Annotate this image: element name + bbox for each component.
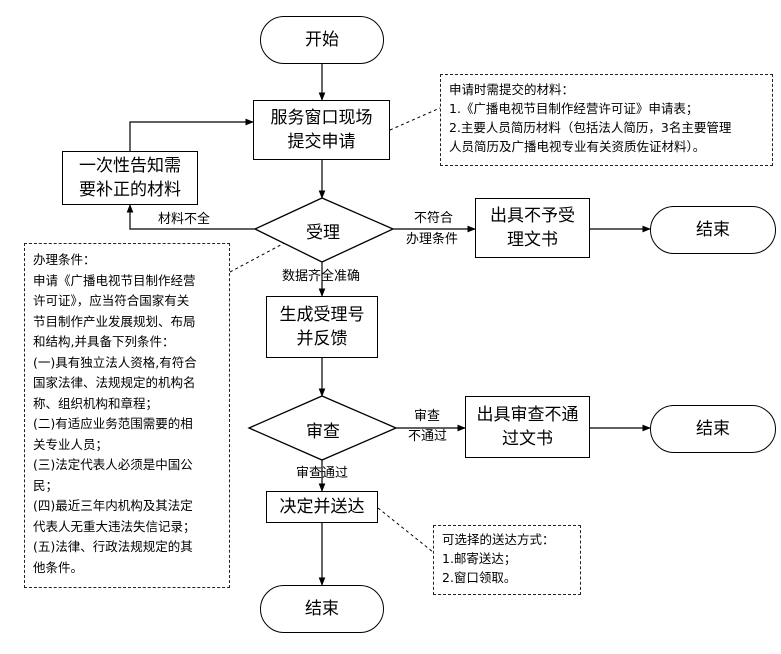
conditions-note: 办理条件： 申请《广播电视节目制作经营 许可证》，应当符合国家有关 节目制作产业… [24, 243, 230, 588]
leader-materials [389, 107, 441, 131]
end-terminal-top: 结束 [650, 206, 776, 254]
review-decision: 审查 [306, 422, 340, 442]
note-line: 1.邮寄送达； [442, 551, 517, 566]
note-line: (三)法定代表人必须是中国公 [33, 457, 193, 472]
note-line: 他条件。 [33, 559, 84, 575]
review-fail-document-box: 出具审查不通 过文书 [465, 396, 590, 458]
label-not-meet-2: 办理条件 [406, 232, 459, 247]
leader-delivery [377, 507, 434, 553]
note-line: 2.主要人员简历材料（包括法人简历，3名主要管理 [449, 120, 732, 135]
box-line: 提交申请 [287, 132, 356, 152]
box-line: 出具不予受 [490, 206, 575, 226]
reject-document-box: 出具不予受 理文书 [475, 198, 590, 258]
delivery-note: 可选择的送达方式： 1.邮寄送达； 2.窗口领取。 [433, 525, 581, 595]
note-line: (五)法律、行政法规规定的其 [33, 539, 193, 554]
note-line: 民； [33, 477, 59, 493]
start-label: 开始 [305, 30, 339, 50]
accept-diamond [253, 197, 395, 263]
note-line: (四)最近三年内机构及其法定 [33, 498, 193, 513]
end-label: 结束 [305, 599, 339, 619]
note-line: 办理条件： [33, 252, 96, 267]
decide-deliver-box: 决定并送达 [266, 491, 378, 523]
end-terminal-mid: 结束 [650, 405, 776, 453]
end-label: 结束 [696, 220, 730, 240]
start-terminal: 开始 [260, 16, 384, 64]
note-line: 2.窗口领取。 [442, 570, 517, 585]
box-line: 理文书 [507, 230, 558, 250]
box-line: 过文书 [502, 429, 553, 449]
box-line: 服务窗口现场 [270, 108, 373, 128]
label-review-fail-2: 不通过 [408, 429, 448, 444]
note-line: 关专业人员； [33, 436, 109, 452]
submit-application-box: 服务窗口现场 提交申请 [253, 100, 390, 160]
supplement-materials-box: 一次性告知需 要补正的材料 [62, 151, 198, 205]
note-line: 节目制作产业发展规划、布局 [33, 313, 196, 329]
note-line: 国家法律、法规规定的机构名 [33, 375, 196, 390]
end-label: 结束 [696, 419, 730, 439]
note-line: 和结构,并具备下列条件： [33, 334, 175, 349]
leader-conditions [229, 239, 291, 273]
note-line: 称、组织机构和章程； [33, 395, 159, 411]
note-line: 申请《广播电视节目制作经营 [33, 272, 196, 288]
note-line: 可选择的送达方式： [442, 532, 555, 547]
box-line: 出具审查不通 [476, 405, 579, 425]
label-incomplete: 材料不全 [158, 212, 211, 227]
note-line: 代表人无重大违法失信记录； [33, 518, 196, 534]
accept-decision: 受理 [306, 223, 340, 243]
edge-accept-supplement [126, 204, 255, 230]
box-line: 生成受理号 [279, 305, 365, 325]
label-not-meet-1: 不符合 [414, 211, 454, 226]
end-terminal-bottom: 结束 [260, 585, 384, 633]
note-line: 1.《广播电视节目制作经营许可证》申请表； [449, 101, 699, 116]
note-line: 人员简历及广播电视专业有关资质佐证材料）。 [449, 139, 706, 154]
edge-supplement-submit [129, 118, 254, 151]
label-review-fail-1: 审查 [414, 409, 441, 424]
box-line: 并反馈 [296, 329, 348, 349]
box-line: 要补正的材料 [79, 180, 181, 200]
generate-number-box: 生成受理号 并反馈 [266, 296, 378, 358]
note-line: 许可证》，应当符合国家有关 [33, 293, 190, 308]
box-line: 一次性告知需 [79, 156, 181, 176]
review-diamond [247, 395, 398, 461]
note-line: (一)具有独立法人资格,有符合 [33, 354, 197, 370]
note-line: (二)有适应业务范围需要的相 [33, 416, 193, 431]
label-complete: 数据齐全准确 [282, 269, 361, 284]
materials-note: 申请时需提交的材料： 1.《广播电视节目制作经营许可证》申请表； 2.主要人员简… [440, 74, 773, 166]
label-review-pass: 审查通过 [296, 466, 349, 481]
note-line: 申请时需提交的材料： [449, 82, 575, 97]
box-line: 决定并送达 [279, 497, 365, 517]
